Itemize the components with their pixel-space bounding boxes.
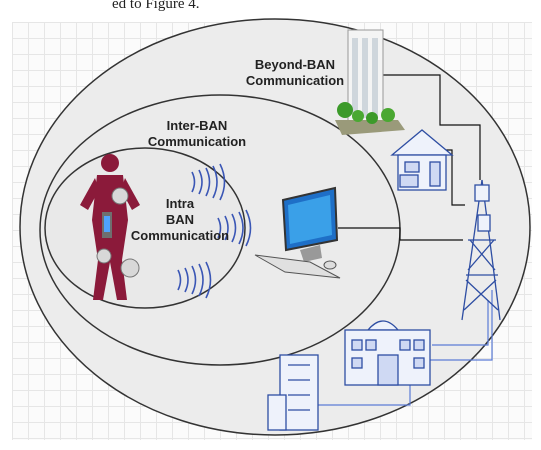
caption-strip: ed to Figure 4.: [0, 0, 541, 22]
beyond-ban-label-line1: Beyond-BAN: [254, 57, 336, 72]
inter-ban-label: Inter-BAN Communication: [142, 118, 252, 150]
caption-text: ed to Figure 4.: [112, 0, 200, 12]
house-icon: [390, 129, 454, 191]
beyond-ban-label: Beyond-BAN Communication: [240, 57, 350, 89]
intra-ban-label-line1: Intra: [165, 196, 195, 211]
inter-ban-label-line2: Communication: [147, 134, 247, 149]
intra-ban-label-line2: BAN: [165, 212, 195, 227]
wireless-wave-icon: [177, 163, 252, 299]
intra-ban-label-line3: Communication: [130, 228, 230, 243]
hospital-icon: [344, 320, 431, 386]
computer-icon: [254, 186, 341, 279]
office-building-icon: [267, 354, 319, 431]
intra-ban-label: Intra BAN Communication: [125, 196, 235, 244]
building-icon: [335, 29, 405, 135]
inter-ban-label-line1: Inter-BAN: [166, 118, 228, 133]
beyond-ban-label-line2: Communication: [245, 73, 345, 88]
human-body-icon: [80, 154, 140, 300]
tower-icon: [461, 179, 501, 321]
